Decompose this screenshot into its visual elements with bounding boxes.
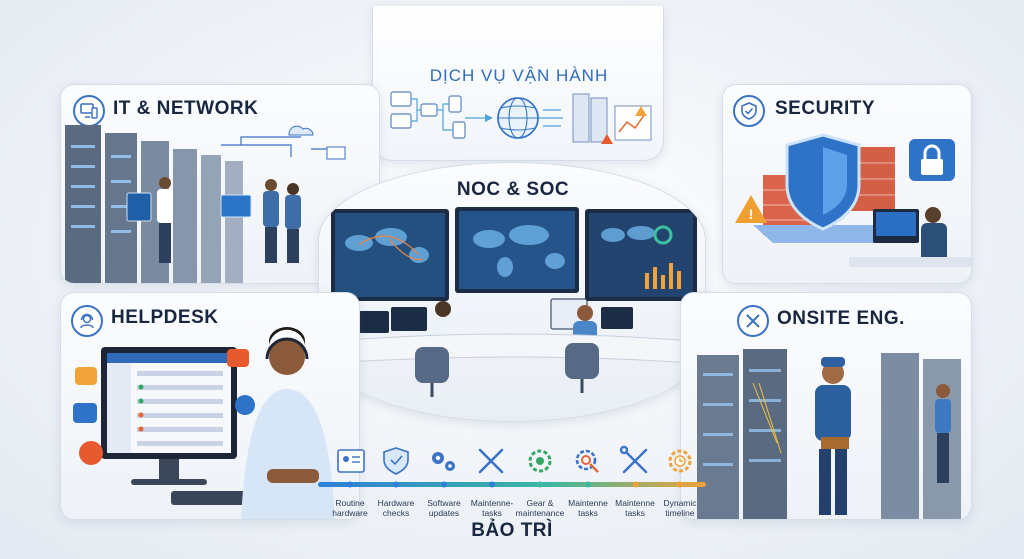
id-card-icon: [337, 449, 365, 473]
security-shield-illustration: !: [735, 133, 971, 267]
gear-search-icon: [575, 449, 599, 473]
shield-check-icon: [733, 95, 765, 127]
security-title: SECURITY: [775, 98, 876, 119]
data-center-illustration: [65, 125, 346, 283]
maintenance-step: Dynamic timeline: [650, 436, 710, 518]
operations-service-panel: DỊCH VỤ VẬN HÀNH: [372, 6, 664, 161]
onsite-engineer-illustration: [697, 349, 961, 519]
helpdesk-title: HELPDESK: [111, 307, 219, 328]
svg-text:!: !: [749, 206, 754, 222]
headset-user-icon: [71, 305, 103, 337]
wrench-screwdriver-icon: [478, 448, 504, 474]
maintenance-timeline: [318, 445, 706, 488]
operations-title: DỊCH VỤ VẬN HÀNH: [429, 66, 609, 85]
onsite-engineering-panel: ONSITE ENG.: [680, 292, 972, 520]
maintenance-step: Routine hardware: [320, 436, 380, 518]
gears-icon: [432, 452, 455, 471]
it-network-title: IT & NETWORK: [113, 98, 259, 119]
maintenance-step: Hardware checks: [366, 436, 426, 518]
noc-soc-panel: NOC & SOC: [318, 162, 706, 422]
security-panel: SECURITY !: [722, 84, 972, 284]
maintenance-step: Gear & maintenance: [510, 436, 570, 518]
network-flow-illustration: [390, 91, 652, 144]
step-label: Hardware checks: [377, 498, 415, 518]
helpdesk-panel: HELPDESK: [60, 292, 360, 520]
step-label: Routine hardware: [332, 498, 368, 518]
step-label: Gear & maintenance: [515, 498, 565, 518]
tools-icon: [619, 445, 648, 474]
gear-clock-icon: [668, 449, 692, 473]
onsite-title: ONSITE ENG.: [777, 308, 905, 329]
step-label: Software updates: [427, 498, 461, 518]
maintenance-step: Maintenne-tasks: [462, 436, 522, 518]
maintenance-step: Maintenne tasks: [558, 436, 618, 518]
step-label: Maintenne tasks: [615, 498, 655, 518]
helpdesk-agent-illustration: [73, 327, 335, 519]
maintenance-title: BẢO TRÌ: [471, 520, 553, 541]
step-label: Maintenne tasks: [568, 498, 608, 518]
step-label: Dynamic timeline: [663, 498, 697, 518]
noc-soc-title: NOC & SOC: [456, 179, 570, 200]
step-label: Maintenne-tasks: [470, 498, 514, 518]
shield-check-icon: [383, 447, 409, 475]
operations-center-illustration: [331, 207, 697, 397]
maintenance-section: Routine hardware Hardware checks Softwar…: [318, 436, 706, 556]
maintenance-step: Software updates: [414, 436, 474, 518]
wrench-screwdriver-icon: [737, 305, 769, 337]
gear-green-icon: [528, 449, 552, 473]
maintenance-step: Maintenne tasks: [605, 436, 665, 518]
